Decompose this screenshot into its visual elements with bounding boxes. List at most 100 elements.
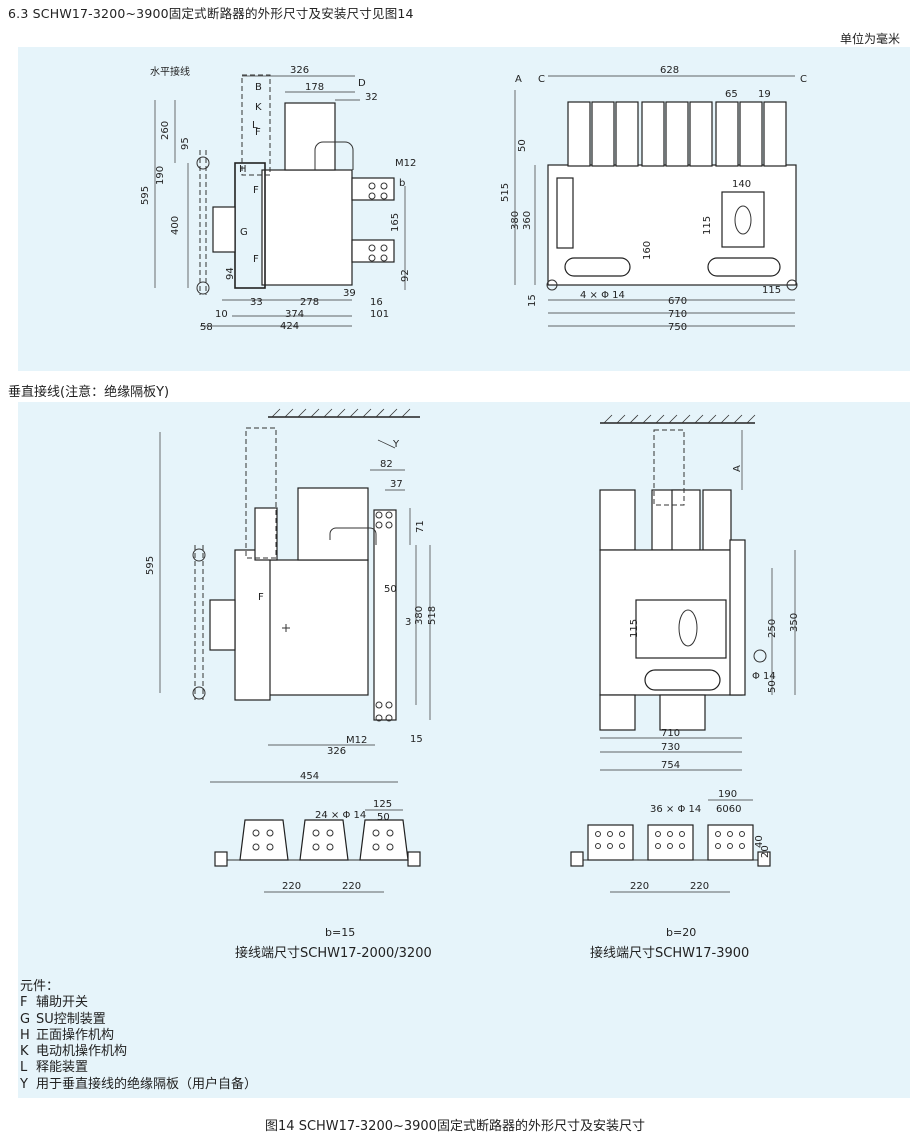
letter-F-2: F	[253, 185, 259, 196]
letter-D: D	[358, 78, 366, 89]
dim-730: 730	[661, 742, 680, 753]
dim-24xphi14: 24 × Φ 14	[315, 810, 366, 821]
terminal-detail-left: 125 24 × Φ 14 50 220 220	[214, 799, 421, 893]
front-knob	[212, 206, 236, 253]
dim-phi14-v: Φ 14	[752, 671, 776, 682]
dim-670: 670	[668, 296, 687, 307]
dim-326: 326	[290, 65, 309, 76]
dim-190: 190	[155, 166, 166, 185]
legend-title: 元件：	[20, 979, 60, 994]
dim-50: 50	[517, 139, 528, 152]
dim-165: 165	[390, 213, 401, 232]
dim-326-v: 326	[327, 746, 346, 757]
letter-A-top: A	[515, 74, 522, 85]
dim-260: 260	[160, 121, 171, 140]
dim-50-t: 50	[377, 812, 390, 823]
front-view-vertical: A 115 250 350 Φ 14 50 710 730 754	[599, 414, 800, 771]
dim-94: 94	[225, 267, 236, 280]
dim-37: 37	[390, 479, 403, 490]
dim-50-v: 50	[384, 584, 397, 595]
dim-515: 515	[500, 183, 511, 202]
side-view-vertical: 595 82 37 71 50 380 518 3 M12 326 15 454…	[145, 408, 438, 783]
breaker-body	[261, 169, 353, 286]
dim-374: 374	[285, 309, 304, 320]
letter-F-1: F	[255, 127, 261, 138]
dim-115-v: 115	[629, 619, 640, 638]
dim-3: 3	[405, 617, 411, 628]
dim-750: 750	[668, 322, 687, 333]
dim-160: 160	[642, 241, 653, 260]
dim-380-v: 380	[414, 606, 425, 625]
top-housing	[284, 102, 336, 171]
label-m12: M12	[395, 158, 416, 169]
dim-178: 178	[305, 82, 324, 93]
dim-220-d: 220	[690, 881, 709, 892]
dim-220-c: 220	[630, 881, 649, 892]
letter-F-v: F	[258, 592, 264, 603]
dim-115-b: 115	[762, 285, 781, 296]
dim-220-b: 220	[342, 881, 361, 892]
dim-33: 33	[250, 297, 263, 308]
terminal-right-caption: 接线端尺寸SCHW17-3900	[590, 946, 750, 961]
terminal-left-caption: 接线端尺寸SCHW17-2000/3200	[235, 946, 432, 961]
dim-20: 20	[760, 845, 771, 858]
horizontal-label: 水平接线	[150, 65, 190, 78]
letter-G: G	[240, 227, 248, 238]
bottom-drawing-panel	[18, 402, 910, 1098]
letter-C-right: C	[800, 74, 807, 85]
front-view-top: A C C 628 65 19 50 140 515 380 360 115 1…	[500, 65, 807, 333]
dim-400: 400	[170, 216, 181, 235]
dim-424: 424	[280, 321, 299, 332]
dim-710-v: 710	[661, 728, 680, 739]
dim-82: 82	[380, 459, 393, 470]
dim-95: 95	[180, 137, 191, 150]
dim-32: 32	[365, 92, 378, 103]
label-b: b	[399, 178, 405, 189]
dim-40: 40	[754, 835, 765, 848]
dim-50-rv: 50	[767, 680, 778, 693]
dim-140: 140	[732, 179, 751, 190]
dim-350: 350	[789, 613, 800, 632]
letter-L: L	[252, 120, 258, 131]
section-heading: 6.3 SCHW17-3200~3900固定式断路器的外形尺寸及安装尺寸见图14	[8, 6, 414, 21]
dim-92: 92	[400, 269, 411, 282]
side-view-horizontal: 水平接线 326 178	[140, 65, 416, 333]
dim-628: 628	[660, 65, 679, 76]
dim-16: 16	[370, 297, 383, 308]
dim-4xphi14: 4 × Φ 14	[580, 290, 625, 301]
terminal-left-b: b=15	[325, 926, 356, 939]
letter-Y: Y	[392, 439, 400, 450]
letter-H: H	[239, 164, 247, 175]
dim-58: 58	[200, 322, 213, 333]
dim-125: 125	[373, 799, 392, 810]
dim-101: 101	[370, 309, 389, 320]
letter-C-left: C	[538, 74, 545, 85]
letter-K: K	[255, 102, 262, 113]
dim-19: 19	[758, 89, 771, 100]
dim-15-v: 15	[410, 734, 423, 745]
dim-754: 754	[661, 760, 680, 771]
dim-278: 278	[300, 297, 319, 308]
dim-710: 710	[668, 309, 687, 320]
dim-595-v: 595	[145, 556, 156, 575]
dim-36xphi14: 36 × Φ 14	[650, 804, 701, 815]
dim-6060: 6060	[716, 804, 741, 815]
dim-454: 454	[300, 771, 319, 782]
dim-380: 380	[510, 211, 521, 230]
letter-F-3: F	[253, 254, 259, 265]
dim-250: 250	[767, 619, 778, 638]
unit-note: 单位为毫米	[839, 32, 900, 46]
letter-A-v: A	[732, 465, 743, 472]
terminal-detail-right: 190 36 × Φ 14 6060 40 20 220 220	[570, 789, 771, 893]
dim-10: 10	[215, 309, 228, 320]
dim-65: 65	[725, 89, 738, 100]
terminal-right-b: b=20	[666, 926, 697, 939]
